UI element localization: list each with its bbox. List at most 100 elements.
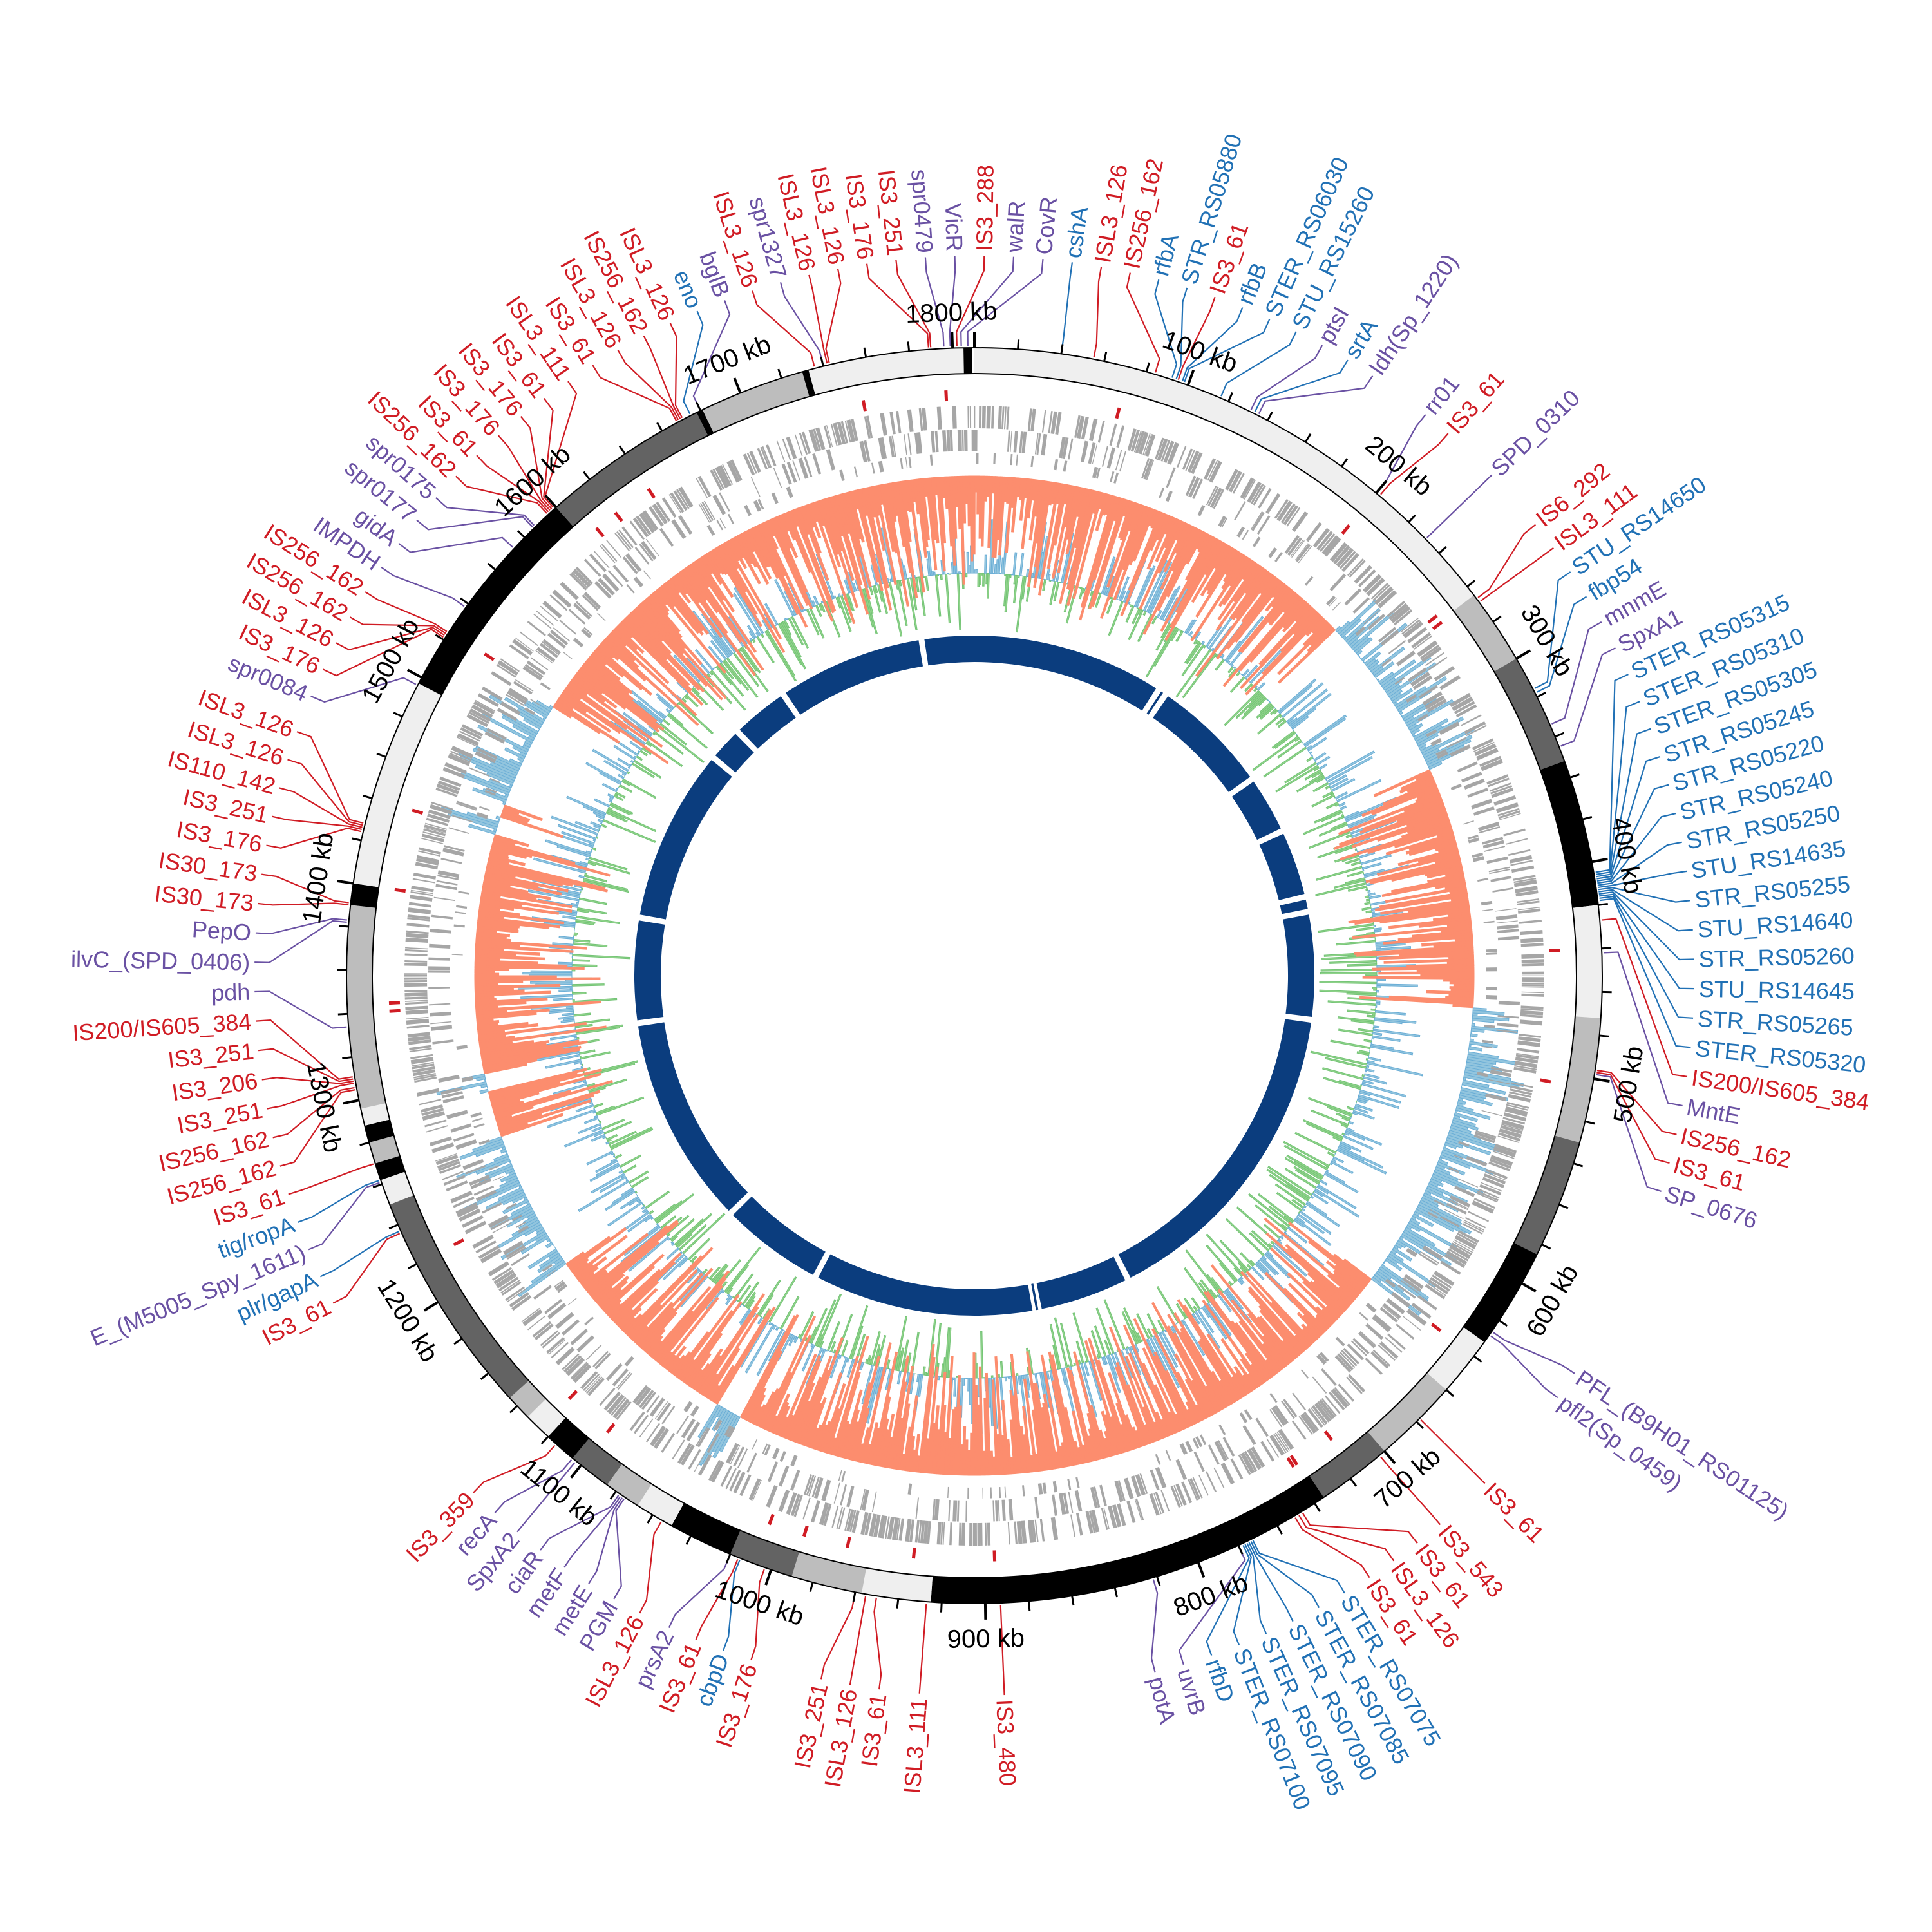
is-element-mark (944, 390, 949, 402)
minor-tick (852, 1591, 857, 1602)
label-leader-line (895, 260, 932, 348)
minor-tick (388, 1224, 399, 1230)
feature-label: PepO (191, 916, 252, 945)
label-leader-line (1233, 1544, 1253, 1646)
major-tick (1593, 1077, 1610, 1083)
is-element-mark (768, 1513, 775, 1526)
minor-tick (1445, 1388, 1455, 1397)
feature-label: MntE (1685, 1094, 1743, 1130)
label-leader-line (416, 516, 533, 531)
label-leader-lines (254, 256, 1694, 1696)
ideogram-band (730, 1530, 800, 1577)
label-leader-line (267, 1083, 354, 1110)
is-element-mark (1289, 1455, 1299, 1466)
label-leader-line (1420, 1419, 1486, 1484)
label-leader-line (308, 1182, 380, 1251)
label-leader-line (473, 1444, 556, 1493)
inner-ring-segment (1153, 696, 1251, 793)
label-leader-line (1536, 596, 1587, 693)
label-leader-line (723, 1560, 741, 1651)
label-leader-line (254, 920, 347, 963)
label-leader-line (949, 256, 956, 346)
feature-label: VicR (940, 203, 968, 252)
label-leader-line (750, 1569, 765, 1661)
inner-ring-segment (924, 636, 1157, 711)
is-element-mark (1432, 621, 1443, 630)
major-tick (764, 1569, 773, 1586)
major-tick (343, 1099, 359, 1105)
label-leader-line (261, 1077, 354, 1084)
label-leader-line (1599, 893, 1694, 990)
is-element-mark (1549, 949, 1560, 952)
minor-tick (1573, 1162, 1584, 1168)
label-leader-line (1598, 870, 1687, 889)
feature-label: IS30_173 (153, 880, 254, 916)
inner-ring-segment (634, 920, 665, 1021)
minor-tick (1558, 1204, 1569, 1209)
label-leader-line (298, 1180, 379, 1223)
feature-label: spr0479 (906, 168, 938, 254)
label-leader-line (695, 1558, 739, 1640)
ideogram-band (381, 1171, 414, 1205)
label-leader-line (1220, 331, 1297, 397)
feature-label: ilvC_(SPD_0406) (71, 945, 251, 975)
label-leader-line (1258, 375, 1374, 414)
tick-label: 600 kb (1521, 1260, 1584, 1341)
minor-tick (1555, 732, 1565, 738)
minor-tick (1145, 362, 1150, 372)
is-element-mark (412, 808, 424, 815)
label-leader-line (1477, 524, 1537, 598)
ideogram-band (861, 1567, 933, 1602)
feature-label: STR_RS05265 (1697, 1005, 1854, 1041)
minor-tick (453, 1338, 463, 1345)
minor-tick (1585, 1120, 1595, 1125)
label-leader-line (365, 591, 448, 632)
tick-label: 800 kb (1170, 1568, 1252, 1622)
label-leader-line (349, 616, 446, 634)
feature-label: IS3_251 (167, 1038, 256, 1074)
label-leader-line (279, 787, 363, 828)
label-leader-line (1595, 674, 1629, 873)
label-leader-line (455, 475, 547, 514)
label-leader-line (960, 256, 1015, 346)
ideogram-band (365, 1119, 394, 1143)
label-leader-line (494, 1459, 573, 1513)
label-leader-line (1184, 318, 1271, 383)
major-tick (423, 1301, 439, 1312)
label-leader-line (752, 290, 815, 367)
ideogram-band (638, 1484, 684, 1526)
minor-tick (376, 752, 386, 758)
label-leader-line (1250, 345, 1323, 410)
ideogram-band (671, 1503, 741, 1555)
ideogram-band (1463, 1243, 1537, 1342)
label-leader-line (540, 1495, 620, 1551)
is-element-mark (394, 887, 406, 893)
major-tick (570, 1464, 582, 1479)
label-leader-line (1493, 1332, 1575, 1374)
label-leader-line (1596, 1072, 1670, 1164)
label-leader-line (498, 435, 551, 511)
label-leader-line (322, 629, 444, 677)
gc-negative-area (474, 475, 1475, 1476)
label-leader-line (1154, 279, 1178, 378)
ideogram-band (1513, 1135, 1580, 1255)
ideogram-band (350, 883, 379, 908)
feature-label: walR (1001, 200, 1030, 254)
label-leader-line (1248, 1542, 1294, 1622)
major-tick (1591, 857, 1608, 864)
label-leader-line (669, 323, 683, 419)
is-element-mark (484, 652, 495, 661)
is-element-mark (389, 1009, 401, 1013)
minor-tick (1466, 580, 1475, 588)
minor-tick (609, 1490, 617, 1500)
major-tick (1197, 1562, 1206, 1578)
label-leader-line (272, 815, 362, 830)
minor-tick (509, 1405, 518, 1414)
label-leader-line (258, 902, 349, 906)
major-tick (1375, 480, 1388, 494)
label-leader-line (1252, 1540, 1345, 1594)
is-element-mark (1427, 614, 1438, 624)
ideogram-band (419, 507, 574, 696)
label-leader-line (1598, 887, 1691, 903)
